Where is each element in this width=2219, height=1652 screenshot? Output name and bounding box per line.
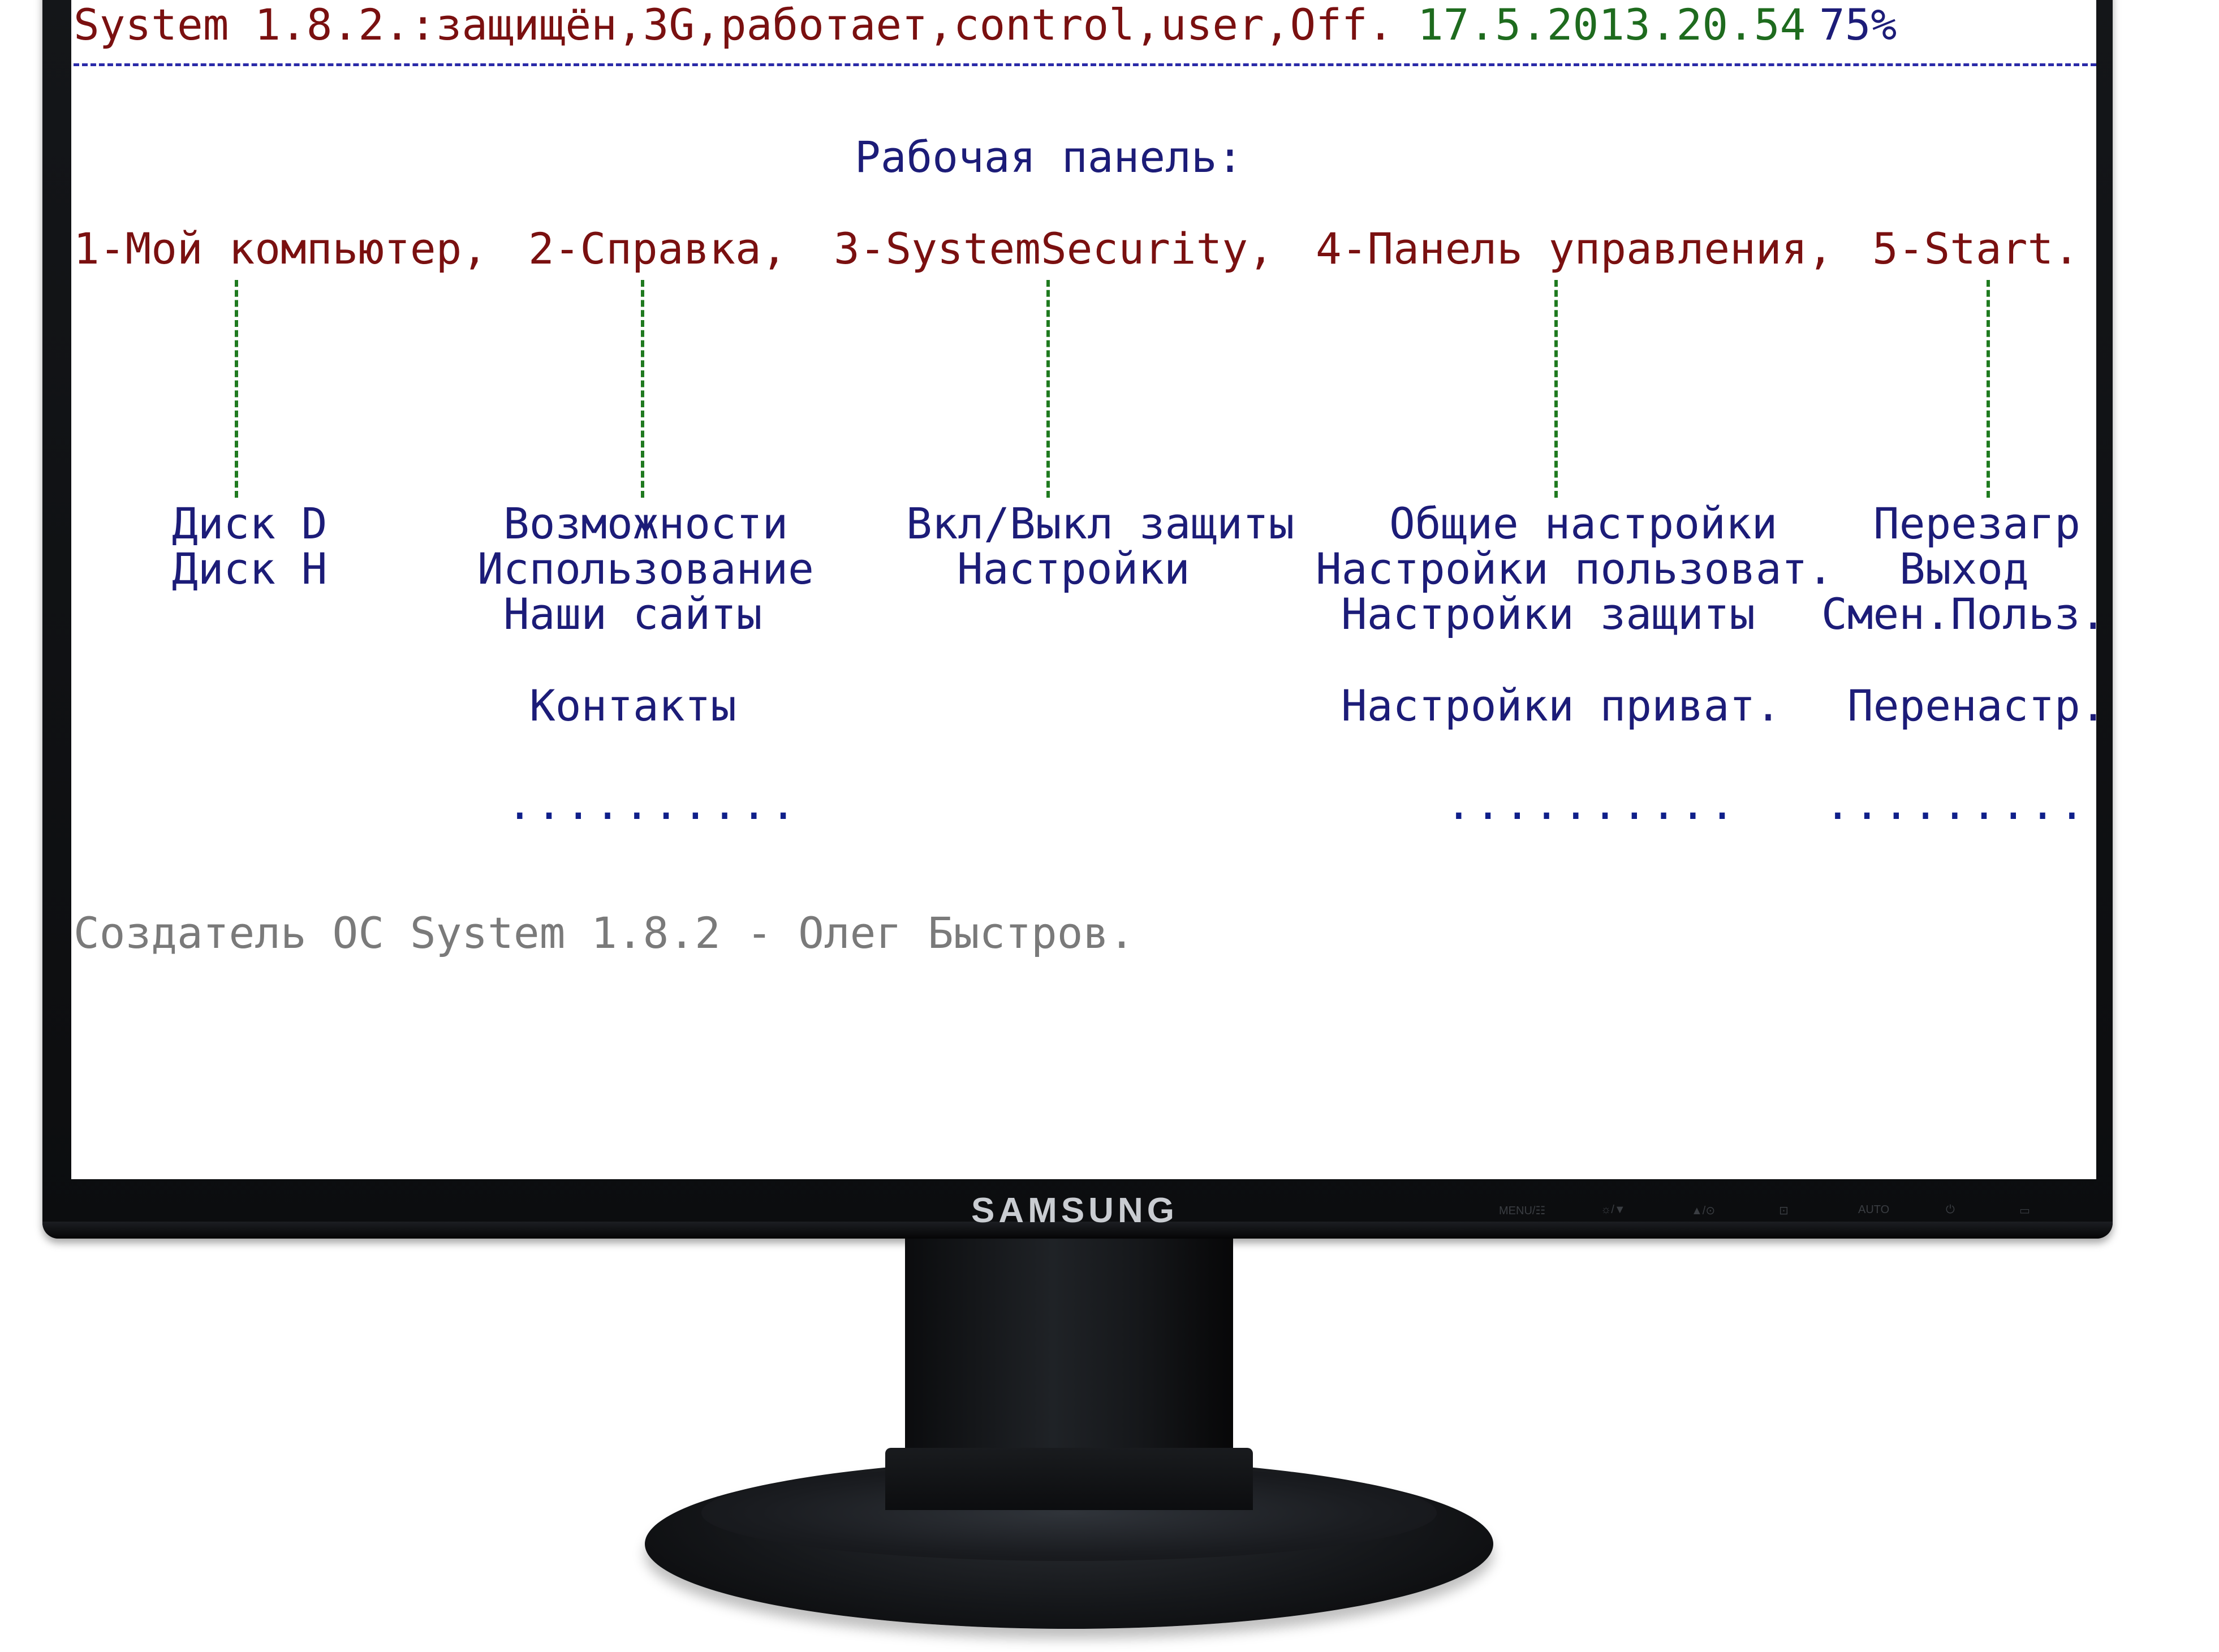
up-enter-button[interactable]: ▲/⊙ [1691, 1205, 1716, 1217]
connector-line [235, 280, 238, 498]
connector-line [1987, 280, 1990, 498]
submenu-item-general-settings[interactable]: Общие настройки [1389, 498, 1778, 549]
monitor-bezel-edge [42, 1222, 2113, 1239]
submenu-more-dots: .......... [1446, 779, 1739, 829]
monitor-stand-joint [885, 1448, 1253, 1510]
source-button[interactable]: ⊡ [1779, 1205, 1789, 1217]
submenu-item-features[interactable]: Возможности [503, 498, 789, 549]
submenu-item-disk-d[interactable]: Диск D [172, 498, 328, 549]
datetime-text: 17.5.2013.20.54 [1417, 0, 1806, 50]
status-separator [74, 63, 2096, 66]
submenu-item-switch-user[interactable]: Смен.Польз. [1821, 589, 2096, 639]
connector-line [641, 280, 644, 498]
submenu-item-toggle-protection[interactable]: Вкл/Выкл защиты [906, 498, 1295, 549]
submenu-item-user-settings[interactable]: Настройки пользоват. [1316, 544, 1834, 594]
battery-text: 75% [1819, 0, 1897, 50]
menu-item-start[interactable]: 5-Start. [1872, 223, 2080, 274]
brand-logo: SAMSUNG [971, 1191, 1178, 1230]
menu-item-my-computer[interactable]: 1-Мой компьютер, [74, 223, 488, 274]
menu-item-control-panel[interactable]: 4-Панель управления, [1316, 223, 1834, 274]
submenu-item-reboot[interactable]: Перезагр [1873, 498, 2081, 549]
submenu-item-exit[interactable]: Выход [1899, 544, 2029, 594]
menu-item-system-security[interactable]: 3-SystemSecurity, [834, 223, 1274, 274]
submenu-item-our-sites[interactable]: Наши сайты [503, 589, 762, 639]
brightness-down-button[interactable]: ☼/▼ [1601, 1204, 1626, 1216]
submenu-item-reconfigure[interactable]: Перенастр. [1847, 680, 2096, 731]
connector-line [1046, 280, 1050, 498]
submenu-item-usage[interactable]: Использование [477, 544, 814, 594]
panel-title: Рабочая панель: [855, 132, 1243, 182]
menu-item-help[interactable]: 2-Справка, [528, 223, 787, 274]
connector-line [1554, 280, 1558, 498]
power-icon[interactable]: ⏻ [1946, 1204, 1955, 1216]
submenu-item-contacts[interactable]: Контакты [529, 680, 737, 731]
monitor-screen: System 1.8.2.:защищён,3G,работает,contro… [71, 0, 2096, 1179]
auto-button[interactable]: AUTO [1858, 1204, 1890, 1216]
submenu-item-disk-h[interactable]: Диск H [172, 544, 328, 594]
submenu-more-dots: .......... [1825, 779, 2096, 829]
submenu-item-settings[interactable]: Настройки [957, 544, 1190, 594]
submenu-item-protection-settings[interactable]: Настройки защиты [1341, 589, 1756, 639]
creator-footer: Создатель ОС System 1.8.2 - Олег Быстров… [74, 908, 1135, 958]
led-indicator-icon: ▭ [2019, 1205, 2030, 1217]
submenu-more-dots: .......... [507, 779, 800, 829]
system-status-text: System 1.8.2.:защищён,3G,работает,contro… [74, 0, 1394, 50]
submenu-item-privacy-settings[interactable]: Настройки приват. [1341, 680, 1781, 731]
menu-button[interactable]: MENU/☷ [1499, 1205, 1546, 1217]
